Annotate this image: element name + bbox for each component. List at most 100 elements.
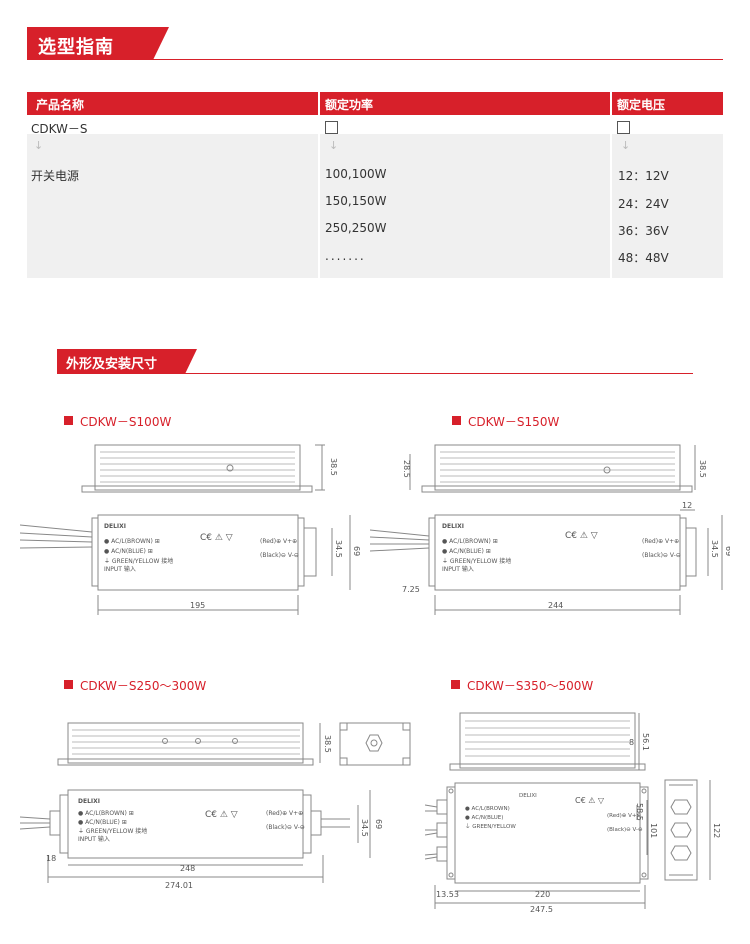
model-label-s150w: CDKW－S150W: [468, 415, 560, 429]
svg-text:● AC/L(BROWN) ⊞: ● AC/L(BROWN) ⊞: [442, 538, 498, 545]
dim-width-a: 34.5: [360, 819, 369, 837]
model-label-s350-500w: CDKW－S350～500W: [467, 679, 594, 693]
list-item: 150,150W: [325, 194, 387, 208]
list-item: 48：48V: [618, 251, 669, 265]
dim-side: 122: [712, 823, 721, 838]
svg-text:(Black)⊖ V-⊖: (Black)⊖ V-⊖: [607, 827, 643, 833]
list-item: 24：24V: [618, 197, 669, 211]
housing-top-view: [67, 722, 304, 764]
dim-length-b: 247.5: [530, 905, 553, 914]
svg-text:C€ ⚠ ▽: C€ ⚠ ▽: [205, 810, 238, 820]
list-item: 100,100W: [325, 167, 387, 181]
model-label-s100w: CDKW－S100W: [80, 415, 172, 429]
svg-text:C€ ⚠ ▽: C€ ⚠ ▽: [575, 796, 605, 805]
brand-logo: DELIXI: [78, 798, 100, 805]
dim-height-b: 8: [629, 738, 634, 747]
housing-top-view: [459, 712, 636, 769]
brand-logo: DELIXI: [519, 793, 537, 799]
section-header-bar: [57, 349, 197, 374]
housing-top-view: [94, 444, 301, 491]
dim-length-a: 248: [180, 864, 195, 873]
model-code: CDKW－S: [31, 122, 88, 136]
column-header-voltage: 额定电压: [617, 98, 666, 112]
dim-height: 38.5: [323, 735, 332, 753]
svg-text:C€ ⚠ ▽: C€ ⚠ ▽: [565, 531, 598, 541]
product-name: 开关电源: [31, 169, 80, 183]
svg-text:(Red)⊕ V+⊕: (Red)⊕ V+⊕: [266, 810, 303, 817]
svg-text:INPUT 输入: INPUT 输入: [104, 565, 136, 573]
section-title-selection-guide: 选型指南: [38, 37, 114, 58]
dim-width-a: 58.5: [635, 803, 644, 821]
dim-length-a: 220: [535, 890, 550, 899]
dim-width-b: 69: [352, 546, 360, 556]
brand-logo: DELIXI: [442, 523, 464, 530]
dim-length: 244: [548, 601, 563, 610]
dim-width-a: 34.5: [710, 540, 719, 558]
housing-top-view: [434, 444, 681, 491]
arrow-down-icon: ↓: [621, 139, 631, 152]
svg-text:⏚ GREEN/YELLOW 接地: ⏚ GREEN/YELLOW 接地: [78, 827, 147, 835]
dim-width-b: 101: [649, 823, 658, 838]
model-label-s250-300w: CDKW－S250～300W: [80, 679, 207, 693]
svg-text:● AC/N(BLUE) ⊞: ● AC/N(BLUE) ⊞: [78, 819, 127, 826]
column-divider: [610, 92, 612, 278]
brand-logo: DELIXI: [104, 523, 126, 530]
svg-text:⏚ GREEN/YELLOW 接地: ⏚ GREEN/YELLOW 接地: [442, 557, 511, 565]
svg-text:INPUT 输入: INPUT 输入: [78, 835, 110, 843]
dim-width-b: 69: [374, 819, 383, 829]
dim-side: 18: [46, 854, 56, 863]
svg-text:(Black)⊖ V-⊖: (Black)⊖ V-⊖: [642, 552, 681, 559]
dim-height: 56.1: [641, 733, 650, 751]
dim-top: 12: [682, 501, 692, 510]
column-header-power: 额定功率: [325, 98, 374, 112]
bullet-square-icon: [64, 680, 73, 689]
drawing-s100w: DELIXI ● AC/L(BROWN) ⊞ ● AC/N(BLUE) ⊞ ⏚ …: [20, 444, 360, 615]
svg-text:● AC/L(BROWN) ⊞: ● AC/L(BROWN) ⊞: [78, 810, 134, 817]
svg-text:(Black)⊖ V-⊖: (Black)⊖ V-⊖: [266, 824, 305, 831]
svg-text:● AC/L(BROWN) ⊞: ● AC/L(BROWN) ⊞: [104, 538, 160, 545]
dim-offset: 13.53: [436, 890, 459, 899]
dim-width-a: 34.5: [334, 540, 343, 558]
list-item: 12：12V: [618, 169, 669, 183]
svg-text:(Red)⊕ V+⊕: (Red)⊕ V+⊕: [607, 813, 641, 819]
svg-text:● AC/N(BLUE) ⊞: ● AC/N(BLUE) ⊞: [104, 548, 153, 555]
bullet-square-icon: [64, 416, 73, 425]
svg-text:INPUT 输入: INPUT 输入: [442, 565, 474, 573]
svg-text:● AC/N(BLUE): ● AC/N(BLUE): [465, 815, 503, 821]
table-body-gray: [27, 134, 723, 278]
column-divider: [318, 92, 320, 278]
section-underline: [27, 59, 723, 60]
drawing-s150w: DELIXI ● AC/L(BROWN) ⊞ ● AC/N(BLUE) ⊞ ⏚ …: [370, 444, 730, 615]
column-header-product: 产品名称: [36, 98, 85, 112]
svg-text:(Black)⊖ V-⊖: (Black)⊖ V-⊖: [260, 552, 299, 559]
table-header: [27, 92, 723, 115]
section-underline: [57, 373, 693, 374]
section-header-bar: [27, 27, 169, 60]
section-title-dimensions: 外形及安装尺寸: [66, 357, 158, 372]
list-item: 36：36V: [618, 224, 669, 238]
dim-width-b: 69: [724, 546, 730, 556]
drawing-s350-500w: DELIXI ● AC/L(BROWN) ● AC/N(BLUE) ⏚ GREE…: [425, 712, 721, 914]
list-item: .......: [325, 249, 366, 263]
dim-offset: 7.25: [402, 585, 420, 594]
arrow-down-icon: ↓: [329, 139, 339, 152]
drawing-s250-300w: DELIXI ● AC/L(BROWN) ⊞ ● AC/N(BLUE) ⊞ ⏚ …: [20, 722, 411, 890]
dim-height-right: 38.5: [698, 460, 707, 478]
bullet-square-icon: [452, 416, 461, 425]
voltage-checkbox[interactable]: [617, 121, 630, 134]
svg-text:● AC/N(BLUE) ⊞: ● AC/N(BLUE) ⊞: [442, 548, 491, 555]
svg-text:● AC/L(BROWN): ● AC/L(BROWN): [465, 806, 510, 812]
dim-height-left: 28.5: [402, 460, 411, 478]
dim-height: 38.5: [329, 458, 338, 476]
svg-text:⏚ GREEN/YELLOW: ⏚ GREEN/YELLOW: [465, 823, 516, 830]
svg-text:(Red)⊕ V+⊕: (Red)⊕ V+⊕: [260, 538, 297, 545]
arrow-down-icon: ↓: [34, 139, 44, 152]
svg-text:⏚ GREEN/YELLOW 接地: ⏚ GREEN/YELLOW 接地: [104, 557, 173, 565]
power-checkbox[interactable]: [325, 121, 338, 134]
svg-text:C€ ⚠ ▽: C€ ⚠ ▽: [200, 533, 233, 543]
dim-length: 195: [190, 601, 205, 610]
svg-text:(Red)⊕ V+⊕: (Red)⊕ V+⊕: [642, 538, 679, 545]
bullet-square-icon: [451, 680, 460, 689]
dim-length-b: 274.01: [165, 881, 193, 890]
list-item: 250,250W: [325, 221, 387, 235]
